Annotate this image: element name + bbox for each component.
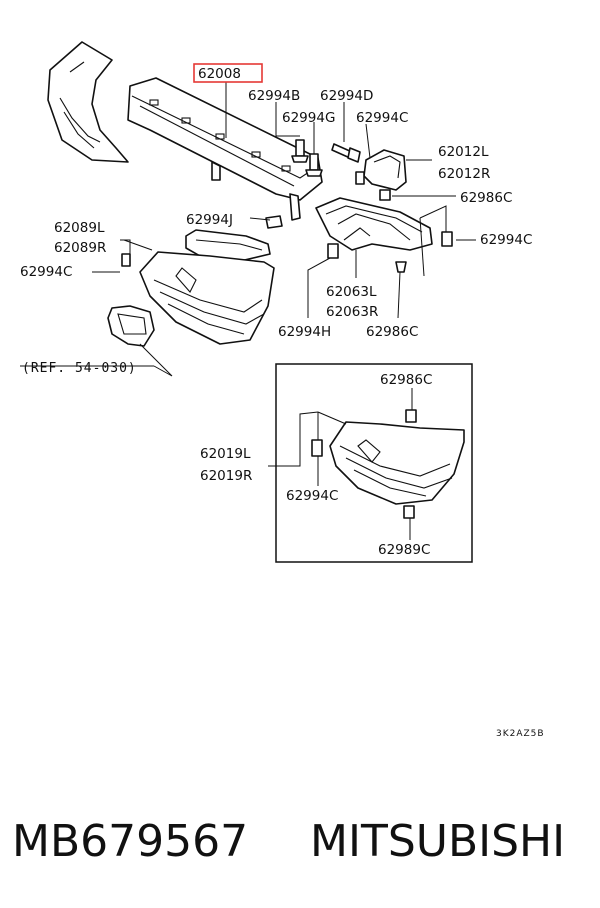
label-62994c-top: 62994C [356, 110, 408, 126]
footer-brand: MITSUBISHI [310, 816, 565, 867]
footer-part-number: MB679567 [12, 816, 248, 867]
bolt-group-top-drawing [291, 139, 361, 177]
label-62986c-right: 62986C [460, 190, 512, 206]
bumper-end-62089-drawing [121, 229, 275, 345]
stay-62063-drawing [315, 189, 433, 251]
label-62063r: 62063R [326, 304, 378, 320]
label-62994c-right: 62994C [480, 232, 532, 248]
label-ref-54-030: (REF. 54-030) [22, 361, 137, 376]
label-62089r: 62089R [54, 240, 106, 256]
leader-lines [20, 82, 476, 540]
label-62089l: 62089L [54, 220, 105, 236]
label-62994d: 62994D [320, 88, 373, 104]
label-62994c-left: 62994C [20, 264, 72, 280]
label-62986c-bottom: 62986C [366, 324, 418, 340]
label-inset-62986c: 62986C [380, 372, 432, 388]
label-62008: 62008 [198, 66, 241, 82]
bracket-62012-drawing [355, 149, 407, 191]
drawing-code: 3K2AZ5B [496, 729, 545, 739]
label-62012r: 62012R [438, 166, 490, 182]
label-62994h: 62994H [278, 324, 331, 340]
highlight-box-62008 [193, 63, 263, 83]
label-62989c: 62989C [378, 542, 430, 558]
label-62019l: 62019L [200, 446, 251, 462]
label-inset-62994c: 62994C [286, 488, 338, 504]
fog-lamp-drawing [107, 305, 155, 347]
label-62063l: 62063L [326, 284, 377, 300]
label-62012l: 62012L [438, 144, 489, 160]
bumper-end-62019-drawing [311, 409, 465, 519]
reinforcement-bar-drawing [127, 77, 323, 221]
inset-frame [275, 363, 473, 563]
bolt-group-right-drawing [265, 215, 453, 273]
label-62019r: 62019R [200, 468, 252, 484]
label-62994j: 62994J [186, 212, 233, 228]
label-62994b: 62994B [248, 88, 300, 104]
bumper-face-drawing [47, 41, 129, 163]
label-62994g: 62994G [282, 110, 335, 126]
